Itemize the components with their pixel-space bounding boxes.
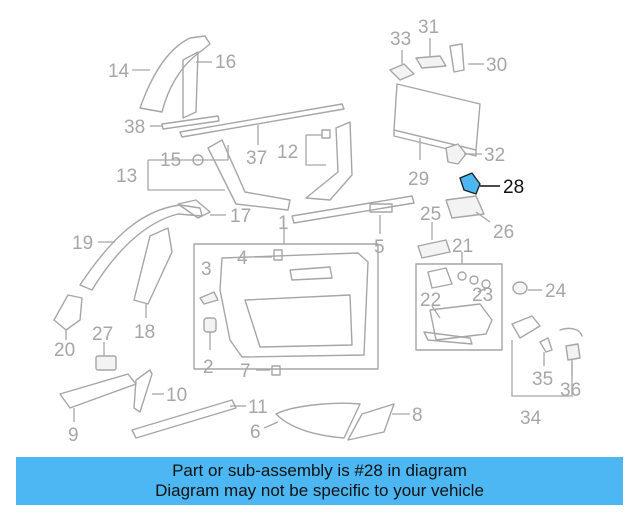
label-9: 9 <box>68 425 79 446</box>
part-a-pillar <box>53 199 226 340</box>
part-door-panel-assembly <box>193 228 379 376</box>
part-25 <box>417 222 451 259</box>
label-2: 2 <box>203 357 214 378</box>
label-4: 4 <box>237 248 248 269</box>
part-34-assembly <box>511 315 583 397</box>
label-21: 21 <box>452 236 473 257</box>
label-37: 37 <box>246 148 267 169</box>
label-26: 26 <box>493 222 514 243</box>
label-10: 10 <box>166 385 187 406</box>
part-8 <box>347 403 410 441</box>
label-16: 16 <box>215 52 236 73</box>
label-32: 32 <box>484 145 505 166</box>
part-11 <box>131 399 246 439</box>
parts-diagram: 14 16 38 37 13 15 12 17 19 18 20 <box>53 17 583 446</box>
label-22: 22 <box>420 290 441 311</box>
part-sunshade <box>389 38 484 165</box>
label-5: 5 <box>374 237 385 258</box>
label-3: 3 <box>201 259 212 280</box>
label-18: 18 <box>134 322 155 343</box>
label-24: 24 <box>545 281 567 302</box>
label-11: 11 <box>248 397 268 418</box>
part-armrest-assembly <box>415 252 503 351</box>
label-30: 30 <box>486 55 507 76</box>
part-pillar-trim <box>132 35 212 119</box>
part-28-highlighted <box>459 172 500 195</box>
label-34: 34 <box>520 408 542 429</box>
label-35: 35 <box>532 369 553 390</box>
label-7: 7 <box>240 361 251 382</box>
label-20: 20 <box>54 340 75 361</box>
label-6: 6 <box>250 422 261 443</box>
part-b-pillar <box>147 121 353 211</box>
label-31: 31 <box>418 17 439 38</box>
part-24 <box>512 281 542 295</box>
part-window-switch <box>445 195 491 223</box>
label-8: 8 <box>412 405 423 426</box>
label-36: 36 <box>560 380 581 401</box>
label-1: 1 <box>278 213 289 234</box>
label-14: 14 <box>108 61 130 82</box>
label-13: 13 <box>116 166 137 187</box>
label-17: 17 <box>230 206 251 227</box>
part-sill-strips <box>150 103 345 145</box>
label-27: 27 <box>92 324 113 345</box>
label-15: 15 <box>160 150 181 171</box>
label-23: 23 <box>472 285 493 306</box>
label-25: 25 <box>420 204 441 225</box>
label-12: 12 <box>277 142 298 163</box>
banner-line-2: Diagram may not be specific to your vehi… <box>155 481 484 500</box>
label-38: 38 <box>124 117 145 138</box>
label-28: 28 <box>503 177 524 198</box>
info-banner: Part or sub-assembly is #28 in diagram D… <box>16 457 623 505</box>
part-6 <box>263 402 361 439</box>
part-door-handle-strip <box>291 195 415 234</box>
part-sill-plate <box>59 342 164 422</box>
label-29: 29 <box>408 169 429 190</box>
banner-line-1: Part or sub-assembly is #28 in diagram <box>172 461 467 480</box>
label-33: 33 <box>390 29 411 50</box>
label-19: 19 <box>72 233 93 254</box>
